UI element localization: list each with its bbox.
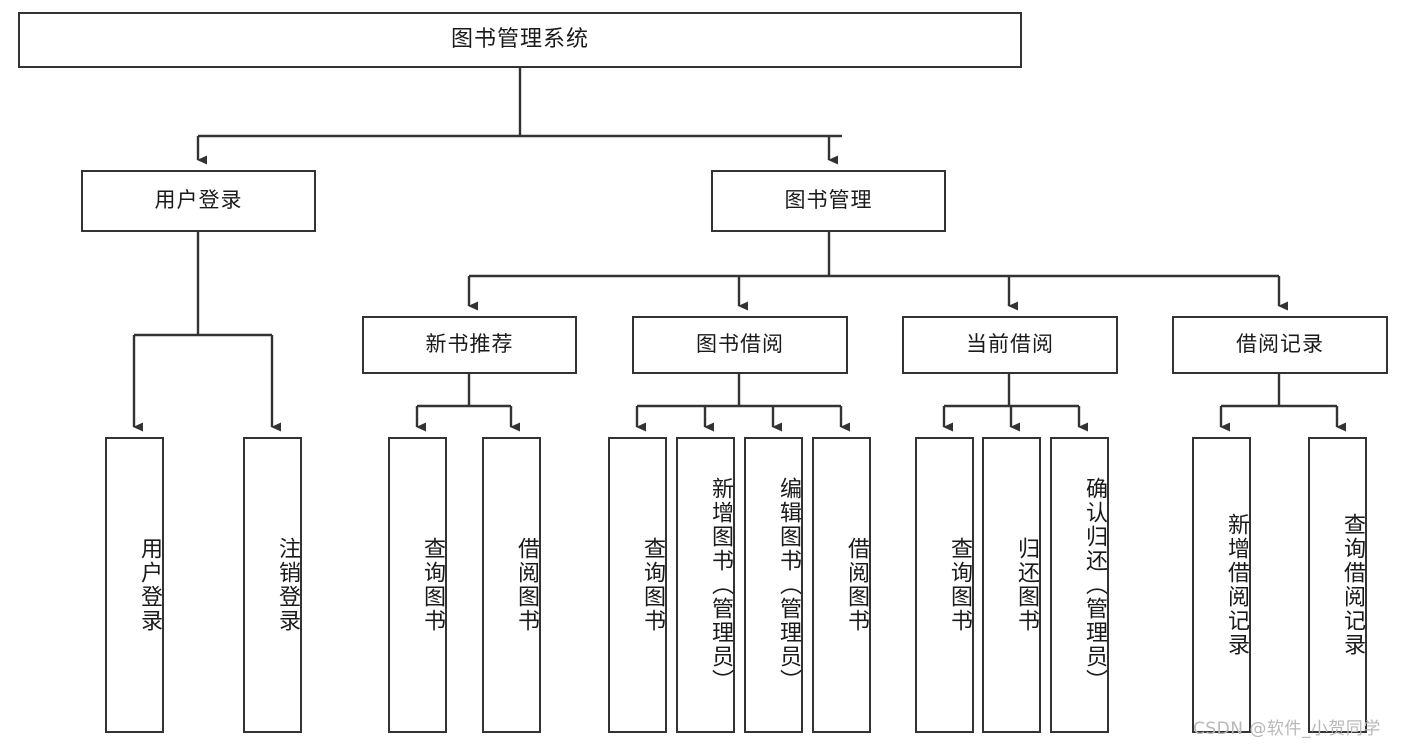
leaf-query-book-current[interactable]: 查询图书 xyxy=(915,437,974,733)
node-borrow-record[interactable]: 借阅记录 xyxy=(1172,316,1388,374)
leaf-edit-book-admin[interactable]: 编辑图书（管理员） xyxy=(744,437,803,733)
leaf-user-login[interactable]: 用户登录 xyxy=(105,437,164,733)
node-user-login[interactable]: 用户登录 xyxy=(81,170,316,232)
leaf-logout[interactable]: 注销登录 xyxy=(243,437,302,733)
leaf-return-book[interactable]: 归还图书 xyxy=(982,437,1041,733)
leaf-add-book-admin[interactable]: 新增图书（管理员） xyxy=(676,437,735,733)
node-new-book-recommend[interactable]: 新书推荐 xyxy=(362,316,577,374)
leaf-query-book-borrow[interactable]: 查询图书 xyxy=(608,437,667,733)
node-book-management[interactable]: 图书管理 xyxy=(711,170,946,232)
leaf-query-book-recommend[interactable]: 查询图书 xyxy=(388,437,447,733)
leaf-borrow-book-recommend[interactable]: 借阅图书 xyxy=(482,437,541,733)
leaf-confirm-return-admin[interactable]: 确认归还（管理员） xyxy=(1050,437,1109,733)
leaf-add-borrow-record[interactable]: 新增借阅记录 xyxy=(1192,437,1251,733)
node-current-borrow[interactable]: 当前借阅 xyxy=(902,316,1118,374)
node-root-system[interactable]: 图书管理系统 xyxy=(18,12,1022,68)
node-book-borrow[interactable]: 图书借阅 xyxy=(632,316,848,374)
leaf-query-borrow-record[interactable]: 查询借阅记录 xyxy=(1308,437,1367,733)
watermark-text: CSDN @软件_小贺同学 xyxy=(1193,719,1381,739)
leaf-borrow-book[interactable]: 借阅图书 xyxy=(812,437,871,733)
